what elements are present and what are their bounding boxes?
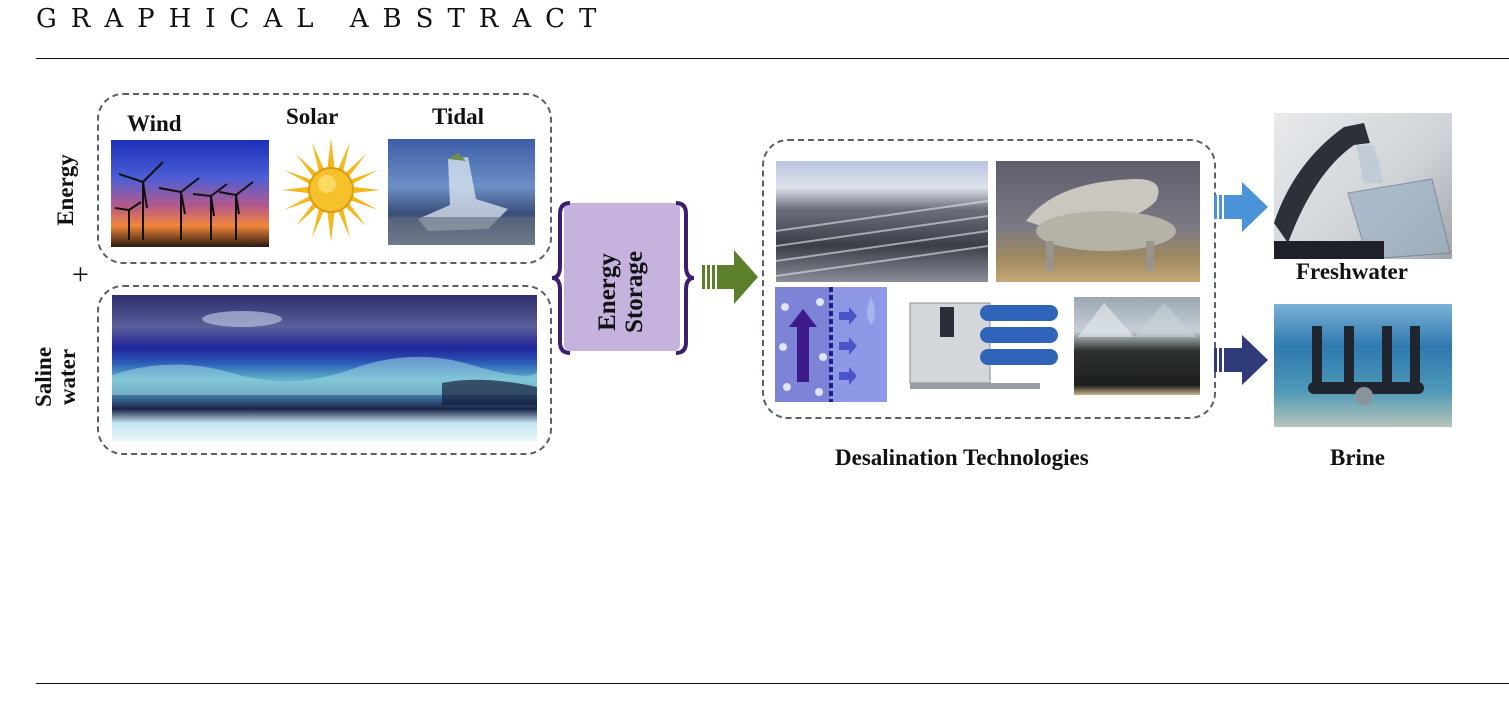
solar-still-image xyxy=(1074,297,1200,395)
tidal-label: Tidal xyxy=(432,104,484,129)
wind-turbines-image xyxy=(111,140,269,247)
storage-right-brace xyxy=(675,201,695,355)
ro-skid-image xyxy=(900,293,1062,405)
brine-diffuser-image xyxy=(1274,304,1452,427)
tidal-wave-image xyxy=(388,139,535,245)
ro-plant-image xyxy=(776,161,988,282)
storage-line1: Energy xyxy=(594,253,621,331)
membrane-diagram-image xyxy=(775,287,887,402)
thermal-plant-image xyxy=(996,161,1200,282)
solar-label: Solar xyxy=(286,104,339,129)
desalination-group xyxy=(762,139,1216,419)
energy-side-label: Energy xyxy=(53,154,78,226)
storage-line2: Storage xyxy=(621,251,648,333)
plus-sign: + xyxy=(72,258,89,291)
ocean-waves-image xyxy=(112,295,537,441)
freshwater-arrow-icon xyxy=(1214,182,1268,232)
sun-icon xyxy=(282,138,380,242)
desalination-caption: Desalination Technologies xyxy=(835,445,1089,470)
freshwater-label: Freshwater xyxy=(1296,259,1408,284)
brine-label: Brine xyxy=(1330,445,1385,470)
saline-line1: Saline xyxy=(31,346,56,408)
section-heading: GRAPHICAL ABSTRACT xyxy=(36,4,611,34)
top-divider xyxy=(36,58,1509,59)
saline-group xyxy=(97,285,552,455)
wind-label: Wind xyxy=(127,111,182,136)
faucet-glass-image xyxy=(1274,113,1452,259)
storage-left-brace xyxy=(551,201,571,355)
bottom-divider xyxy=(36,683,1509,684)
energy-group xyxy=(97,93,552,264)
saline-side-label: Saline water xyxy=(31,332,82,422)
energy-storage-label: Energy Storage xyxy=(594,230,650,354)
brine-arrow-icon xyxy=(1214,335,1268,385)
saline-line2: water xyxy=(55,348,80,406)
energy-storage-block xyxy=(564,203,680,351)
flow-arrow-icon xyxy=(702,250,758,304)
